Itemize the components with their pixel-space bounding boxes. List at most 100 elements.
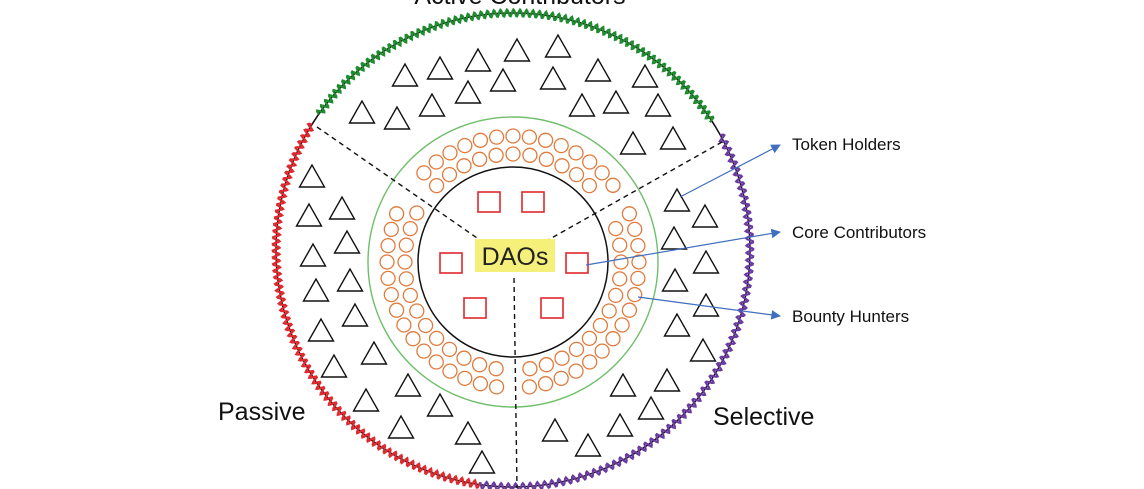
token-holder-triangle bbox=[333, 229, 361, 254]
bounty-hunter-circle bbox=[631, 254, 647, 270]
token-holder-triangle bbox=[302, 277, 330, 302]
bounty-hunter-circle bbox=[380, 237, 396, 254]
bounty-hunter-circle bbox=[488, 147, 504, 163]
core-contributor-square bbox=[521, 191, 545, 213]
bounty-hunter-circle bbox=[380, 270, 396, 287]
token-holder-triangle bbox=[352, 387, 380, 412]
token-holder-triangle bbox=[387, 414, 415, 439]
bounty-hunter-circle bbox=[581, 177, 598, 194]
callout-core-contributors: Core Contributors bbox=[792, 223, 926, 242]
token-holder-triangle bbox=[602, 89, 630, 114]
bounty-hunter-circle bbox=[471, 151, 488, 167]
divider-right bbox=[547, 141, 723, 241]
bounty-hunter-circle bbox=[627, 286, 643, 303]
token-holder-triangle bbox=[574, 432, 602, 457]
divider-left bbox=[316, 126, 481, 241]
token-holder-triangle bbox=[299, 242, 327, 267]
bounty-hunter-circle bbox=[416, 165, 432, 181]
token-holder-triangle bbox=[541, 417, 569, 442]
bounty-hunter-circle bbox=[409, 303, 425, 319]
token-holder-triangle bbox=[606, 412, 634, 437]
bounty-hunter-circle bbox=[402, 220, 418, 237]
token-holder-triangle bbox=[336, 267, 364, 292]
bounty-hunter-circle bbox=[605, 177, 621, 193]
divider-bottom bbox=[513, 277, 518, 489]
bounty-hunter-circle bbox=[537, 376, 554, 392]
bounty-hunter-circle bbox=[601, 303, 617, 319]
token-holder-triangle bbox=[394, 372, 422, 397]
callout-bounty-hunters: Bounty Hunters bbox=[792, 307, 909, 326]
token-holder-triangle bbox=[503, 37, 531, 62]
bounty-hunter-circle bbox=[488, 361, 504, 377]
token-holder-triangle bbox=[426, 55, 454, 80]
bounty-hunter-circle bbox=[522, 147, 538, 163]
token-holder-triangle bbox=[307, 317, 335, 342]
token-holder-triangle bbox=[341, 302, 369, 327]
token-holder-triangle bbox=[468, 449, 496, 474]
bounty-hunter-circle bbox=[621, 206, 638, 222]
token-holder-triangle bbox=[644, 92, 672, 117]
token-holder-triangle bbox=[663, 187, 691, 212]
bounty-hunter-circle bbox=[594, 343, 610, 359]
core-contributors-ring bbox=[417, 166, 609, 358]
token-holder-triangle bbox=[391, 62, 419, 87]
bounty-hunter-circle bbox=[608, 220, 624, 237]
bounty-hunter-circle bbox=[621, 302, 638, 318]
callout-token-holders: Token Holders bbox=[792, 135, 901, 154]
bounty-hunter-circle bbox=[582, 354, 598, 370]
bounty-hunter-circle bbox=[488, 379, 505, 395]
bounty-hunter-circle bbox=[612, 237, 628, 253]
center-label-highlight bbox=[475, 239, 555, 272]
bounty-hunter-circle bbox=[488, 129, 505, 145]
token-holder-triangle bbox=[328, 195, 356, 220]
token-holder-triangle bbox=[619, 130, 647, 155]
token-holder-triangle bbox=[454, 79, 482, 104]
core-contributor-square bbox=[477, 191, 501, 213]
token-holder-triangle bbox=[454, 420, 482, 445]
bounty-hunter-circle bbox=[554, 350, 570, 366]
bounty-hunter-circle bbox=[456, 350, 472, 366]
bounty-hunter-circle bbox=[416, 343, 432, 359]
token-holder-triangle bbox=[631, 63, 659, 88]
bounty-hunter-circles bbox=[379, 128, 647, 395]
bounty-hunter-circle bbox=[581, 330, 598, 347]
bounty-hunter-circle bbox=[428, 154, 444, 170]
bounty-hunter-circle bbox=[472, 376, 489, 392]
bounty-hunter-circle bbox=[538, 357, 555, 373]
bounty-hunter-circle bbox=[442, 145, 458, 161]
token-holder-triangle bbox=[539, 65, 567, 90]
token-holders-ring bbox=[367, 116, 659, 408]
bounty-hunter-circle bbox=[592, 317, 609, 334]
bounty-hunter-circle bbox=[396, 317, 412, 333]
bounty-hunter-circle bbox=[457, 370, 473, 387]
token-holder-triangle bbox=[295, 202, 323, 227]
bounty-hunter-circle bbox=[613, 254, 629, 270]
token-holders-arrow bbox=[679, 144, 781, 198]
bounty-hunter-circle bbox=[553, 370, 569, 387]
bounty-hunter-circle bbox=[428, 330, 445, 347]
token-holder-triangle bbox=[663, 312, 691, 337]
bounty-hunter-circle bbox=[568, 166, 585, 183]
token-holder-triangle bbox=[584, 57, 612, 82]
bounty-hunter-circle bbox=[521, 379, 538, 395]
bounty-hunter-circle bbox=[442, 363, 458, 379]
bounty-hunter-circle bbox=[614, 317, 630, 333]
token-holder-triangle bbox=[544, 33, 572, 58]
bounty-hunter-circle bbox=[388, 206, 405, 222]
token-holder-triangle bbox=[660, 225, 688, 250]
bounty-hunter-circle bbox=[398, 271, 414, 287]
token-holder-triangle bbox=[320, 353, 348, 378]
token-holder-triangle bbox=[691, 203, 719, 228]
segment-label-top: Active Contributors bbox=[414, 0, 625, 10]
token-holder-triangle bbox=[692, 249, 720, 274]
bounty-hunter-circle bbox=[594, 165, 610, 181]
bounty-hunter-circle bbox=[568, 341, 585, 358]
bounty-hunter-circle bbox=[522, 361, 538, 377]
bounty-hunter-circle bbox=[388, 302, 405, 318]
bounty-hunter-circle bbox=[383, 221, 399, 238]
token-holder-triangle bbox=[489, 67, 517, 92]
bounty-hunter-circle bbox=[417, 317, 434, 334]
bounty-hunter-circle bbox=[608, 287, 624, 304]
bounty-hunter-circle bbox=[568, 145, 584, 161]
